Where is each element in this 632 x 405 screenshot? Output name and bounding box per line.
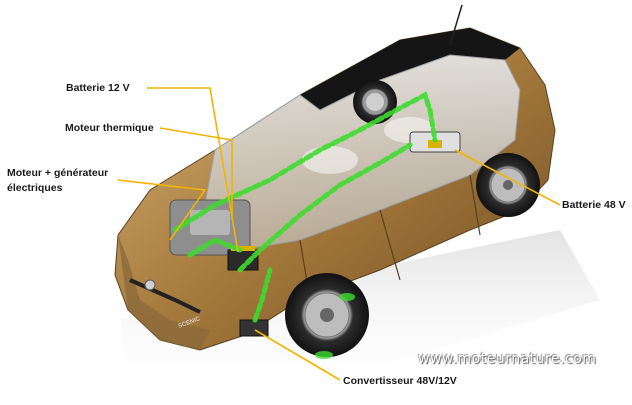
- spare-wheel-hub: [366, 93, 384, 111]
- label-batterie-48v: Batterie 48 V: [562, 199, 626, 211]
- label-moteur-thermique: Moteur thermique: [65, 122, 154, 134]
- antenna: [449, 4, 463, 46]
- converter-48v-12v: [239, 319, 269, 337]
- label-moteur-generateur-line2: électriques: [7, 182, 63, 194]
- callout-line-batterie-12v: [147, 87, 239, 253]
- label-moteur-generateur-line1: Moteur + générateur: [7, 167, 109, 179]
- brand-logo: [144, 279, 156, 291]
- engine-detail: [190, 210, 230, 235]
- callout-line-moteur-thermique: [159, 127, 233, 220]
- front-bumper: [118, 235, 210, 350]
- energy-flow-glow: [339, 293, 355, 301]
- callout-line-batterie-48v: [454, 149, 561, 206]
- energy-flow-glow: [315, 351, 333, 359]
- watermark: www.moteurnature.com: [418, 351, 597, 367]
- rear-wheel-hub: [503, 180, 513, 190]
- battery-12v-top: [231, 246, 255, 251]
- seat-ghost: [302, 146, 358, 174]
- callout-line-convertisseur: [254, 329, 341, 381]
- label-batterie-12v: Batterie 12 V: [66, 82, 130, 94]
- callout-line-moteur-generateur: [117, 179, 207, 241]
- front-wheel-hub: [320, 308, 334, 322]
- label-convertisseur: Convertisseur 48V/12V: [343, 375, 457, 387]
- battery-48v-terminal: [428, 140, 442, 148]
- energy-flow-path: [172, 91, 438, 323]
